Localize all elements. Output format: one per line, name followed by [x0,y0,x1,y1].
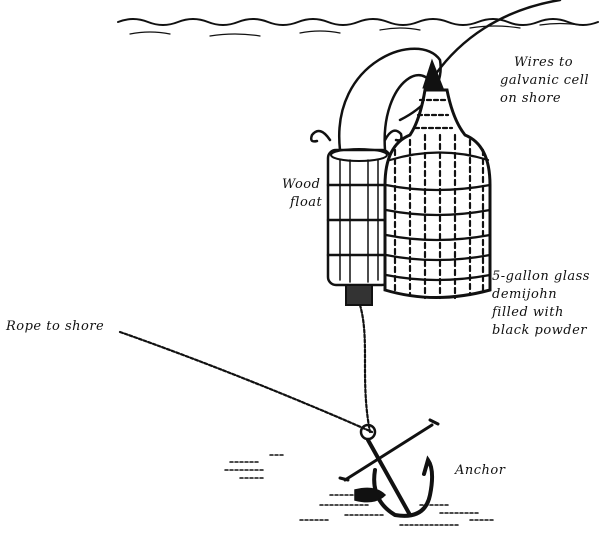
anchor-label: Anchor [455,463,506,478]
demijohn [383,58,492,300]
float-label: Wood float [282,176,322,212]
wood-float [326,148,392,306]
water-surface [117,18,599,37]
label-line: Wood [282,177,321,192]
wires-label: Wires to galvanic cell on shore [500,54,589,108]
label-line: 5-gallon glass [492,269,590,284]
demijohn-label: 5-gallon glass demijohn filled with blac… [492,268,590,340]
label-line: on shore [500,91,562,106]
label-line: black powder [492,323,588,338]
anchor [338,418,440,518]
label-line: galvanic cell [500,73,590,88]
label-line: float [290,195,323,210]
seabed [224,454,496,526]
label-line: demijohn [492,287,558,302]
ropes [118,303,374,434]
rope-label: Rope to shore [6,319,105,334]
label-line: filled with [492,305,564,320]
label-line: Wires to [514,55,574,70]
